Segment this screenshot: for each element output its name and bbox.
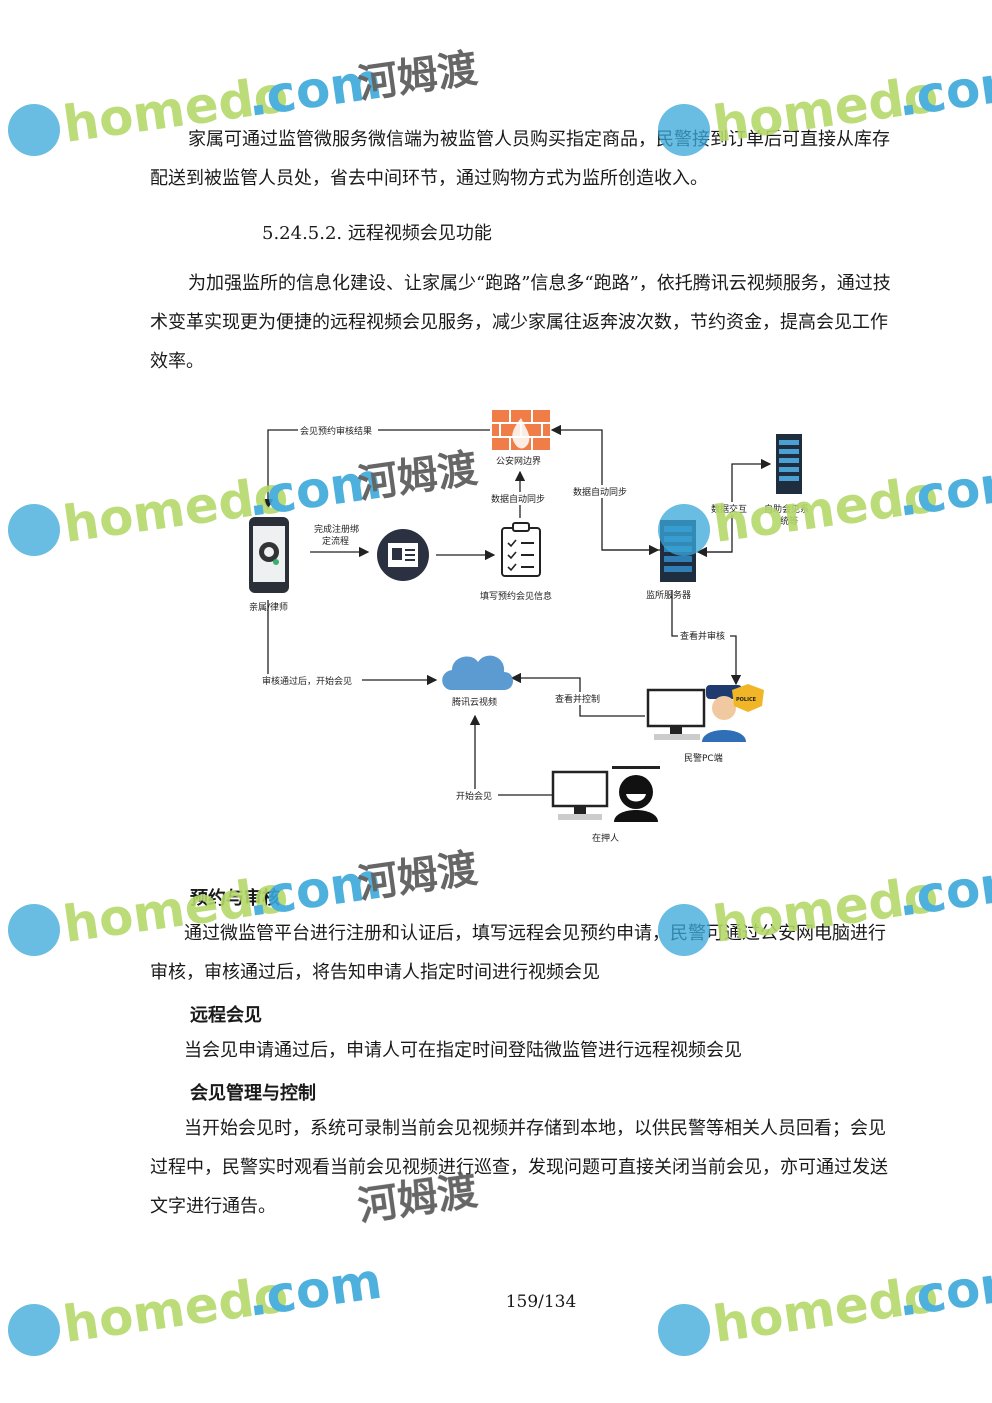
form-label: 填写预约会见信息 xyxy=(480,590,552,602)
label-auto-sync-2: 数据自动同步 xyxy=(573,486,627,498)
self-service-server-icon xyxy=(776,434,802,494)
cloud-icon xyxy=(442,655,513,690)
svg-text:.com: .com xyxy=(894,452,992,528)
selfservice-label-line2: 统等 xyxy=(780,515,798,527)
paragraph-appointment: 通过微监管平台进行注册和认证后，填写远程会见预约申请，民警可通过公安网电脑进行审… xyxy=(150,923,886,983)
register-label-line2: 定流程 xyxy=(322,535,349,547)
label-review-result: 会见预约审核结果 xyxy=(300,425,372,437)
paragraph-remote-visit: 当会见申请通过后，申请人可在指定时间登陆微监管进行远程视频会见 xyxy=(184,1040,742,1061)
clipboard-form-icon xyxy=(501,522,541,577)
flower-logo-icon xyxy=(8,904,60,956)
paragraph-management: 当开始会见时，系统可录制当前会见视频并存储到本地，以供民警等相关人员回看；会见过… xyxy=(150,1118,888,1217)
selfservice-label-line1: 自助会见系 xyxy=(764,503,809,515)
label-start-visit: 开始会见 xyxy=(456,790,492,802)
edge-review-result xyxy=(262,429,490,510)
svg-text:河姆渡: 河姆渡 xyxy=(355,46,480,108)
police-officer-icon: POLICE xyxy=(702,684,764,742)
cloud-label: 腾讯云视频 xyxy=(452,696,497,708)
svg-text:.com: .com xyxy=(244,52,386,128)
svg-text:.com: .com xyxy=(894,1252,992,1328)
id-card-icon xyxy=(377,529,429,581)
subheading-appointment: 预约与审核 xyxy=(190,888,280,909)
firewall-icon xyxy=(492,410,550,450)
flower-logo-icon xyxy=(8,104,60,156)
subheading-remote-visit: 远程会见 xyxy=(190,1005,262,1026)
firewall-label: 公安网边界 xyxy=(496,455,541,467)
paragraph-intro: 为加强监所的信息化建设、让家属少“跑路”信息多“跑路”，依托腾讯云视频服务，通过… xyxy=(150,273,891,372)
paragraph-purchase: 家属可通过监管微服务微信端为被监管人员购买指定商品，民警接到订单后可直接从库存配… xyxy=(150,129,890,189)
server-label: 监所服务器 xyxy=(646,589,691,601)
label-auto-sync-1: 数据自动同步 xyxy=(491,493,545,505)
police-pc-icon xyxy=(646,688,706,740)
detainee-person-icon xyxy=(612,766,660,822)
svg-text:.com: .com xyxy=(894,852,992,928)
edge-start-after-review xyxy=(267,600,438,686)
phone-label: 亲属/律师 xyxy=(249,601,288,613)
section-heading: 5.24.5.2. 远程视频会见功能 xyxy=(262,223,492,244)
police-badge-text: POLICE xyxy=(736,697,757,703)
server-icon xyxy=(660,520,696,582)
label-data-exchange: 数据交互 xyxy=(711,503,747,515)
svg-text:.com: .com xyxy=(894,52,992,128)
remote-visit-diagram: 会见预约审核结果 数据自动同步 数据自动同步 数据交互 查看并审核 查看并控制 … xyxy=(249,410,809,844)
detainee-pc-icon xyxy=(551,770,609,820)
svg-text:.com: .com xyxy=(244,1252,386,1328)
register-label-line: 完成注册绑 xyxy=(314,523,359,535)
page-number: 159/134 xyxy=(505,1292,577,1312)
label-view-control: 查看并控制 xyxy=(555,693,600,705)
subheading-management: 会见管理与控制 xyxy=(190,1083,316,1104)
detainee-label: 在押人 xyxy=(592,832,619,844)
edge-start-visit xyxy=(469,714,552,796)
police-label: 民警PC端 xyxy=(684,752,723,764)
flower-logo-icon xyxy=(8,504,60,556)
smartphone-icon xyxy=(249,517,289,593)
label-start-after-review: 审核通过后，开始会见 xyxy=(262,675,352,687)
label-view-review: 查看并审核 xyxy=(680,630,725,642)
